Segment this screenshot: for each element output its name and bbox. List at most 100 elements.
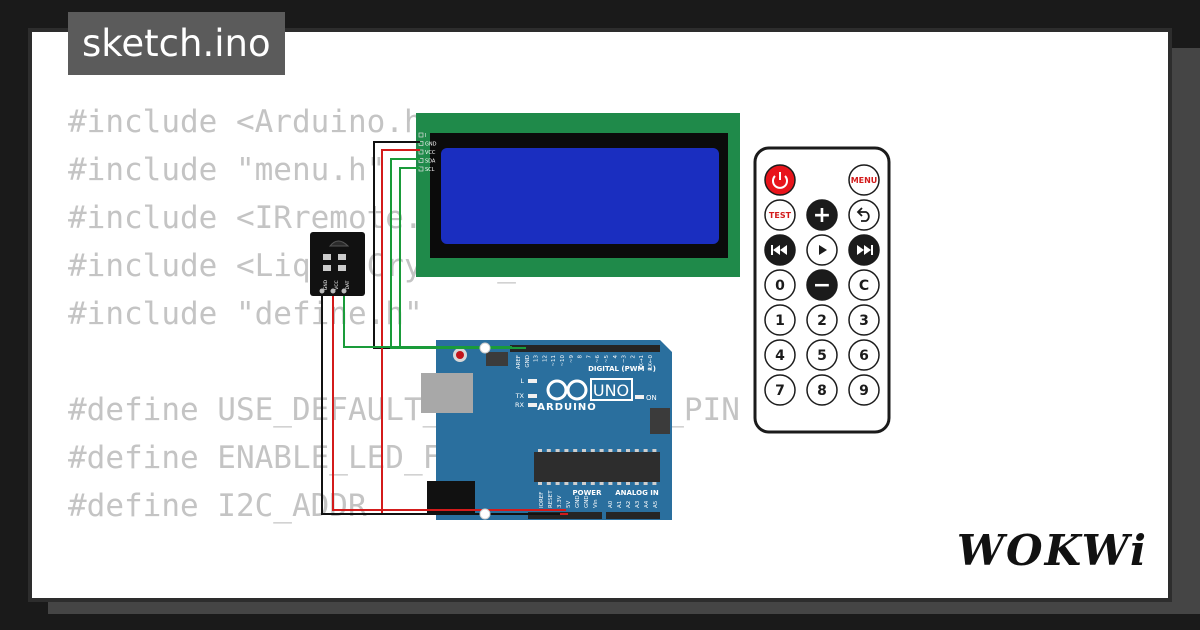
analog-header <box>606 512 660 519</box>
atmega-chip <box>534 452 660 482</box>
uno-box <box>590 378 633 401</box>
digital-label: DIGITAL (PWM ~) <box>588 365 656 373</box>
analog-pin-label: A1 <box>617 501 623 508</box>
lcd-pin <box>418 132 424 138</box>
remote-button-label: 4 <box>775 348 785 364</box>
remote-4-button[interactable]: 4 <box>764 339 796 371</box>
ir-remote[interactable]: MENU TEST +0 −C 1 2 3 4 5 6 7 8 9 <box>753 146 891 434</box>
power-jack <box>427 481 475 513</box>
remote-power-button[interactable] <box>764 164 796 196</box>
digital-pin-label: ~9 <box>569 355 575 364</box>
ir-receiver-body <box>310 232 365 296</box>
remote-8-button[interactable]: 8 <box>806 374 838 406</box>
remote-−-button[interactable]: − <box>806 269 838 301</box>
power-pin-label: 5V <box>566 501 572 508</box>
remote-3-button[interactable]: 3 <box>848 304 880 336</box>
digital-pin-label: ~11 <box>551 355 557 367</box>
remote-button-label: − <box>813 273 831 298</box>
power-pin-label: 3.3V <box>557 495 563 508</box>
remote-test-button[interactable]: TEST <box>764 199 796 231</box>
remote-button-label: 0 <box>775 278 785 294</box>
wire-junction <box>479 342 491 354</box>
status-led-label: TX <box>515 392 525 400</box>
digital-pin-label: 13 <box>534 355 540 362</box>
remote-button-label: 9 <box>859 383 869 399</box>
digital-pin-label: 12 <box>542 355 548 362</box>
digital-pin-label: ~3 <box>622 355 628 364</box>
remote-button-label: 8 <box>817 383 827 399</box>
power-pin-label: GND <box>575 495 581 508</box>
remote-prev-button[interactable] <box>764 234 796 266</box>
ir-smd <box>338 265 346 271</box>
ir-smd <box>338 254 346 260</box>
remote-0-button[interactable]: 0 <box>764 269 796 301</box>
prev-icon <box>771 245 787 255</box>
remote-play-button[interactable] <box>806 234 838 266</box>
code-line: #include "menu.h" <box>68 152 386 188</box>
digital-pin-label: GND <box>525 355 531 368</box>
remote-button-label: 7 <box>775 383 785 399</box>
ir-smd <box>323 265 331 271</box>
usb-port <box>421 373 473 413</box>
remote-2-button[interactable]: 2 <box>806 304 838 336</box>
power-header <box>528 512 602 519</box>
ir-pin-label: GND <box>323 279 329 290</box>
lcd-pin-label: GND <box>425 142 437 148</box>
next-icon <box>857 245 873 255</box>
remote-5-button[interactable]: 5 <box>806 339 838 371</box>
remote-button-label: 6 <box>859 348 869 364</box>
file-tab[interactable]: sketch.ino <box>68 12 285 75</box>
power-icon <box>772 172 788 189</box>
reset-button[interactable] <box>456 351 464 359</box>
on-label: ON <box>646 394 657 402</box>
ir-pin-label: DAT <box>345 280 351 289</box>
wokwi-logo: WOKWi <box>956 526 1148 575</box>
power-pin-label: GND <box>584 495 590 508</box>
analog-pin-label: A2 <box>626 501 632 508</box>
digital-header <box>510 345 660 352</box>
remote-+-button[interactable]: + <box>806 199 838 231</box>
remote-menu-button[interactable]: MENU <box>848 164 880 196</box>
remote-1-button[interactable]: 1 <box>764 304 796 336</box>
status-led <box>528 394 537 398</box>
ir-smd <box>323 254 331 260</box>
lcd-pin-label: SCL <box>425 167 435 173</box>
remote-button-label: 5 <box>817 348 827 364</box>
icsp-header-top <box>486 352 508 366</box>
status-led <box>528 403 537 407</box>
code-line: #include <Arduino.h> <box>68 104 442 140</box>
remote-button-label: 1 <box>775 313 785 329</box>
remote-6-button[interactable]: 6 <box>848 339 880 371</box>
wire-ir-dat <box>343 296 512 348</box>
remote-button-label: + <box>813 203 831 228</box>
ir-pin <box>341 288 347 294</box>
status-led <box>528 379 537 383</box>
remote-button-label: 2 <box>817 313 827 329</box>
digital-pin-label: 2 <box>630 355 636 359</box>
lcd-pin-label: SDA <box>425 159 436 165</box>
status-led-label: L <box>520 377 524 385</box>
code-line: #include "define.h" <box>68 296 423 332</box>
analog-pin-label: A5 <box>653 500 659 508</box>
remote-c-button[interactable]: C <box>848 269 880 301</box>
remote-9-button[interactable]: 9 <box>848 374 880 406</box>
remote-back-button[interactable] <box>848 199 880 231</box>
remote-button-label: MENU <box>851 176 878 185</box>
power-pin-label: IOREF <box>539 492 545 508</box>
digital-pin-label: ~6 <box>595 355 601 364</box>
digital-pin-label: ~5 <box>604 355 610 364</box>
wire-junction <box>479 508 491 520</box>
arduino-uno-board[interactable]: UNO ARDUINO DIGITAL (PWM ~) POWER ANALOG… <box>421 340 672 520</box>
remote-next-button[interactable] <box>848 234 880 266</box>
ir-pin <box>330 288 336 294</box>
digital-pin-label: AREF <box>516 355 522 369</box>
lcd-pin <box>418 141 424 146</box>
remote-7-button[interactable]: 7 <box>764 374 796 406</box>
